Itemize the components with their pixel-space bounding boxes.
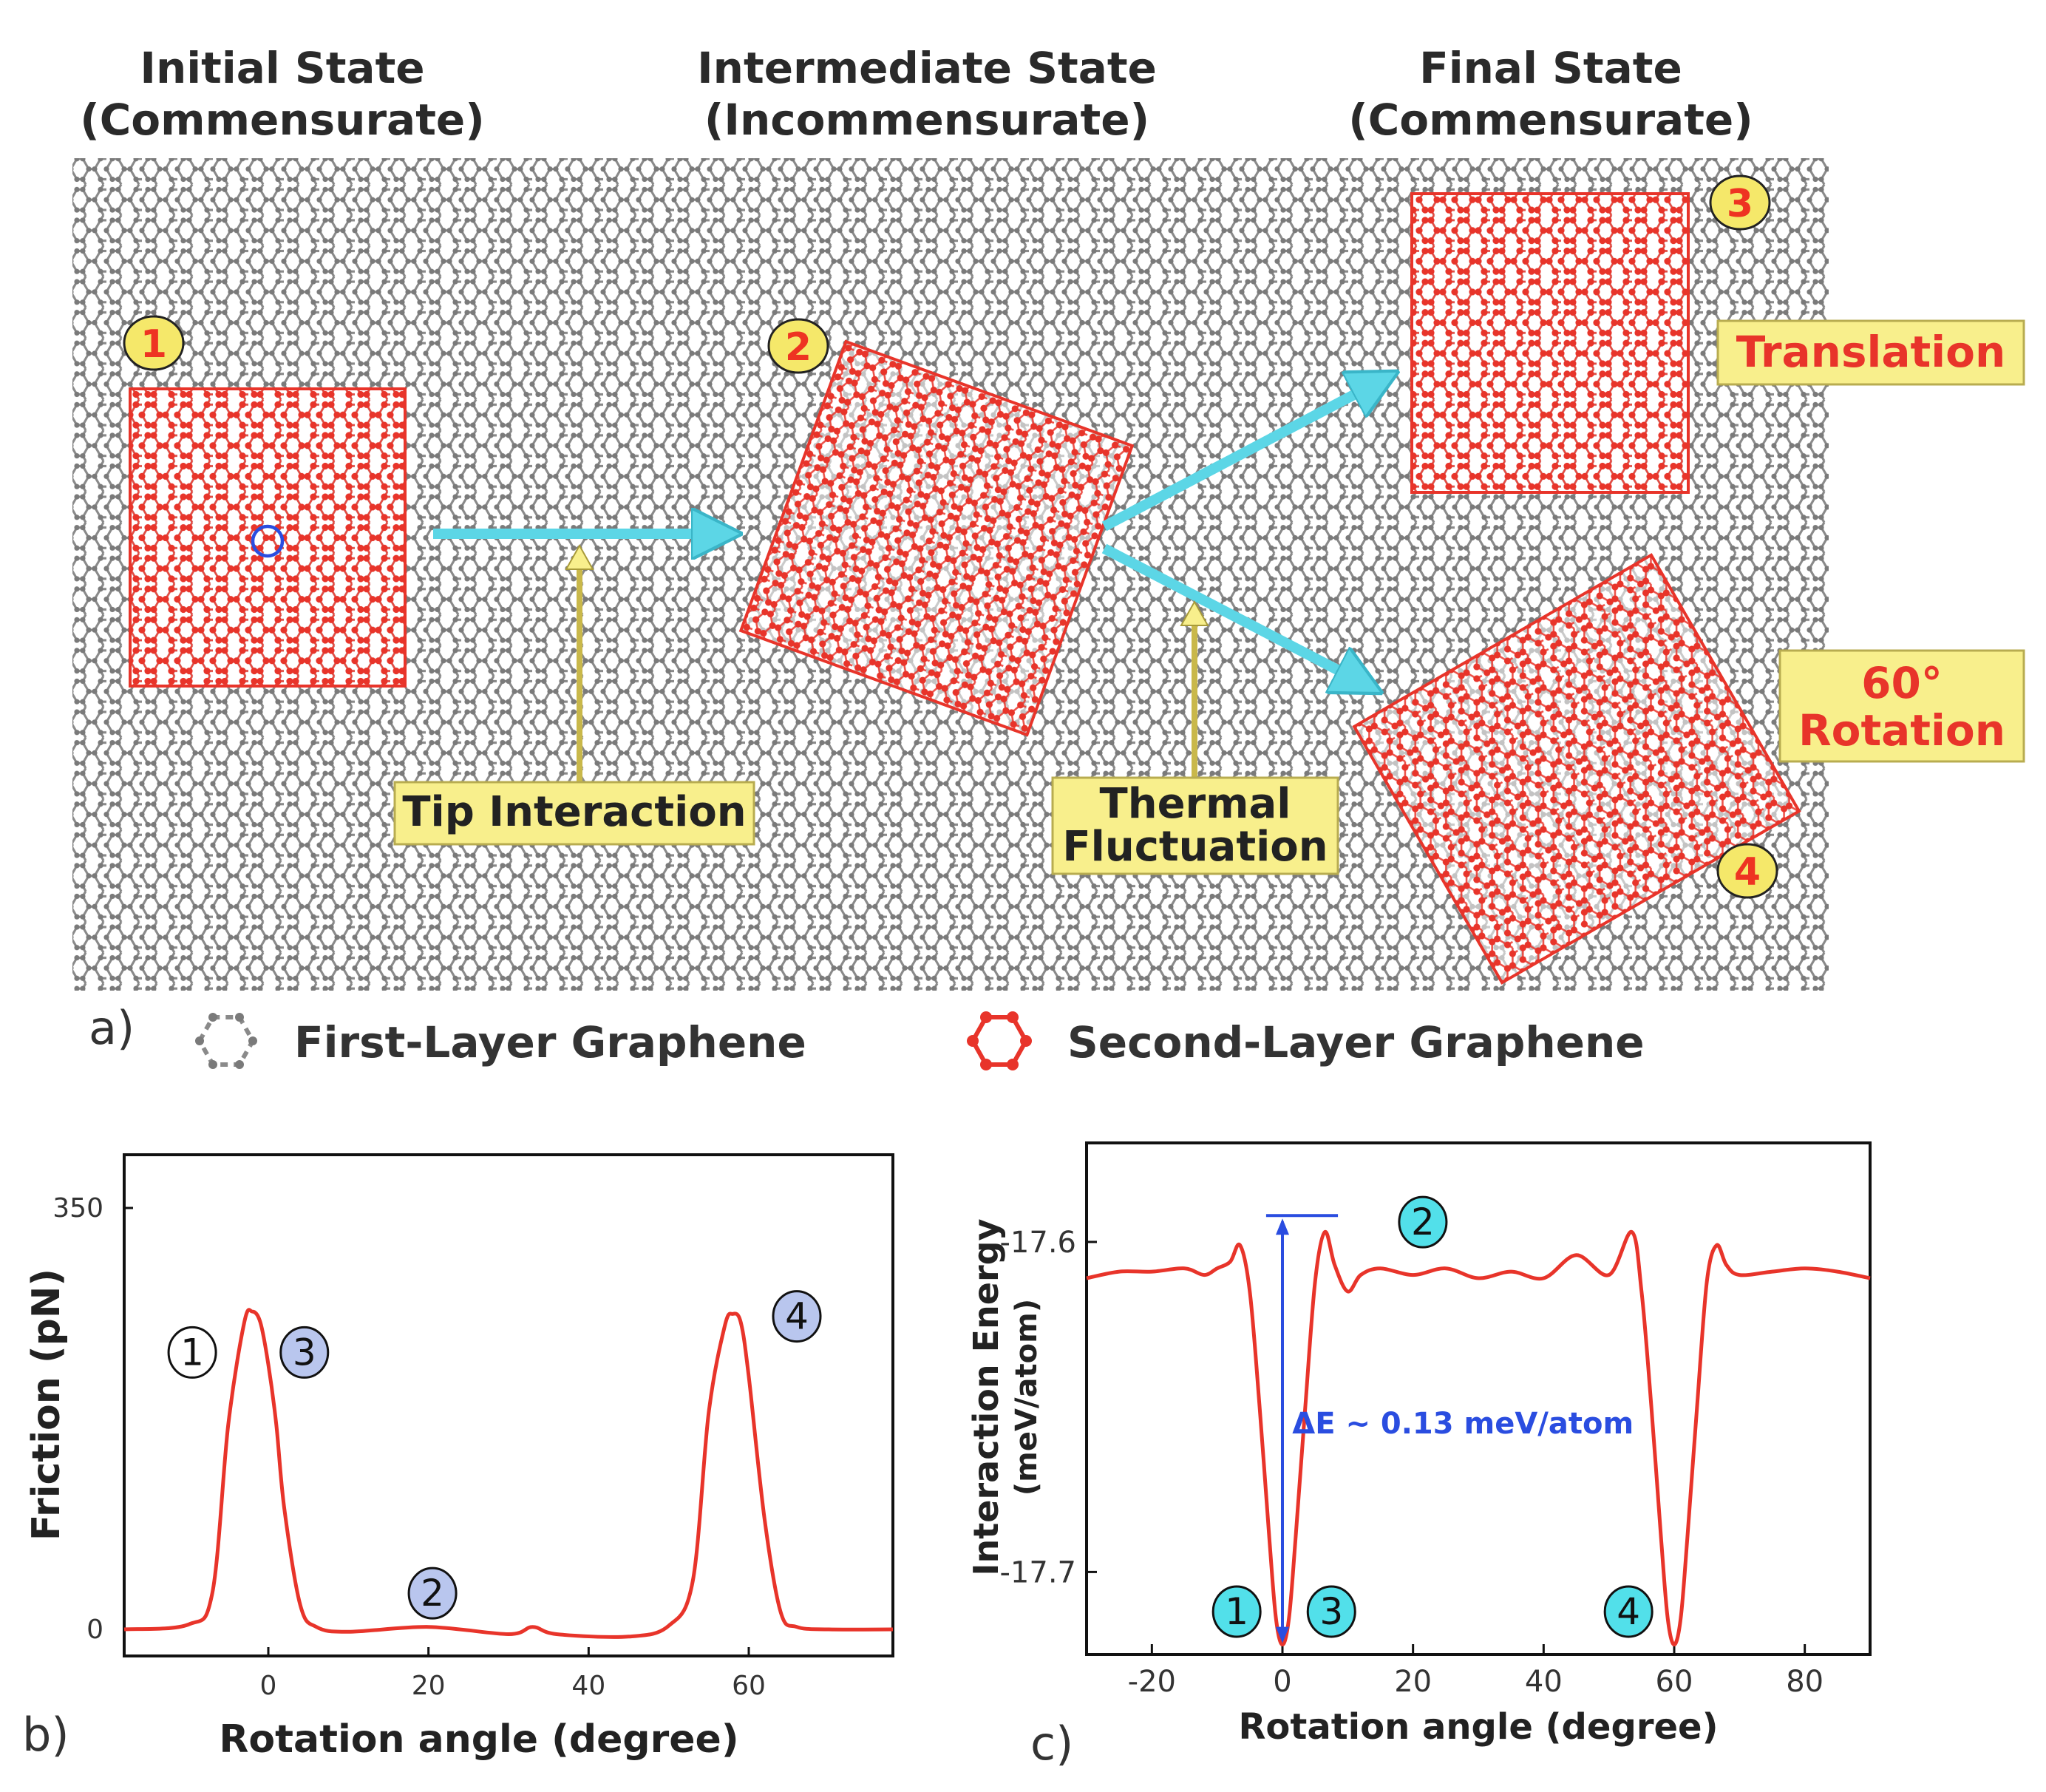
title-initial-line2: (Commensurate) <box>80 95 485 145</box>
panel-c-label: c) <box>1030 1717 1073 1771</box>
x-tick-label-c: 60 <box>1656 1665 1693 1699</box>
x-tick-label-b: 0 <box>260 1671 277 1701</box>
badge-4: 4 <box>1716 843 1778 899</box>
marker-c-1-circle <box>1211 1585 1262 1638</box>
svg-text:2: 2 <box>785 325 812 370</box>
translation-text: Translation <box>1736 327 2006 377</box>
state-titles: Initial State (Commensurate) Intermediat… <box>80 43 1753 145</box>
delta-e-arrowhead-top <box>1276 1218 1289 1235</box>
flake-2 <box>738 339 1135 737</box>
pointer-arrows <box>565 543 1209 785</box>
badge-1: 1 <box>123 315 185 371</box>
marker-b-3-circle <box>279 1326 330 1379</box>
tip-position-marker <box>251 524 285 558</box>
x-tick-label-c: 20 <box>1394 1665 1432 1699</box>
title-intermediate-line2: (Incommensurate) <box>704 95 1149 145</box>
second-layer-legend-icon <box>967 1011 1032 1070</box>
flake-1 <box>129 387 407 688</box>
marker-c-1-label: 1 <box>1225 1590 1248 1633</box>
delta-e-annotation: ΔE ~ 0.13 meV/atom <box>1292 1407 1634 1441</box>
svg-text:4: 4 <box>1734 850 1761 895</box>
x-tick-label-b: 40 <box>571 1671 605 1701</box>
fluctuation-text: Fluctuation <box>1062 823 1328 871</box>
thermal-fluctuation-label: Thermal Fluctuation <box>1051 776 1339 875</box>
marker-c-4-label: 4 <box>1617 1590 1640 1633</box>
energy-curve <box>1086 1229 1871 1647</box>
svg-text:1: 1 <box>140 322 167 367</box>
marker-c-3-circle <box>1306 1585 1356 1638</box>
y-tick-label-b: 350 <box>52 1193 103 1223</box>
title-initial-line1: Initial State <box>140 43 424 93</box>
badge-2: 2 <box>767 318 829 374</box>
flake-3 <box>1410 192 1690 494</box>
delta-e-arrowhead-bottom <box>1276 1626 1289 1643</box>
marker-c-2-label: 2 <box>1411 1201 1435 1243</box>
x-tick-label-b: 20 <box>412 1671 446 1701</box>
panel-a-label: a) <box>89 1001 135 1055</box>
marker-b-1-circle <box>167 1326 217 1379</box>
first-layer-legend-text: First-Layer Graphene <box>294 1017 806 1068</box>
flake-4 <box>1352 553 1801 985</box>
second-layer-legend-text: Second-Layer Graphene <box>1067 1017 1645 1068</box>
title-intermediate-line1: Intermediate State <box>697 43 1157 93</box>
panel-c-chart: c) Rotation angle (degree) Interaction E… <box>966 1141 1872 1771</box>
y-axis-label-b: Friction (pN) <box>24 1269 69 1541</box>
title-final-line1: Final State <box>1419 43 1682 93</box>
x-tick-label-c: -20 <box>1128 1665 1176 1699</box>
state-badges: 1 2 3 4 <box>123 174 1778 899</box>
title-final-line2: (Commensurate) <box>1348 95 1753 145</box>
x-tick-label-c: 80 <box>1786 1665 1824 1699</box>
marker-b-2-circle <box>407 1567 458 1620</box>
panel-b-chart: b) Rotation angle (degree) Friction (pN)… <box>22 1153 894 1762</box>
panel-b-label: b) <box>22 1708 69 1762</box>
rotation-angle-text: 60° <box>1861 658 1943 708</box>
x-axis-label-c: Rotation angle (degree) <box>1238 1706 1718 1748</box>
plot-frame-c <box>1085 1141 1872 1656</box>
panel-a: Initial State (Commensurate) Intermediat… <box>72 43 2025 1070</box>
svg-text:3: 3 <box>1727 182 1753 226</box>
tip-interaction-text: Tip Interaction <box>402 788 746 836</box>
rotation-label: 60° Rotation <box>1778 649 2025 763</box>
translation-label: Translation <box>1716 319 2025 386</box>
marker-c-3-label: 3 <box>1319 1590 1343 1633</box>
marker-b-2-label: 2 <box>421 1572 444 1615</box>
x-tick-label-b: 60 <box>732 1671 766 1701</box>
marker-c-4-circle <box>1603 1585 1654 1638</box>
y-tick-label-c: -17.6 <box>1000 1226 1077 1260</box>
plot-frame-b <box>123 1153 894 1657</box>
y-axis-label-c-line1: Interaction Energy <box>966 1218 1006 1575</box>
y-tick-label-b: 0 <box>86 1615 103 1645</box>
friction-curve <box>123 1308 894 1639</box>
rotation-text: Rotation <box>1798 705 2005 756</box>
arrow-2-to-3 <box>1101 383 1376 532</box>
transition-arrows <box>433 383 1376 682</box>
x-tick-label-c: 0 <box>1273 1665 1291 1699</box>
badge-3: 3 <box>1709 174 1771 231</box>
tip-interaction-label: Tip Interaction <box>393 781 755 846</box>
y-axis-label-c-line2: (meV/atom) <box>1010 1299 1044 1496</box>
marker-c-2-circle <box>1398 1195 1448 1249</box>
arrow-2-to-4 <box>1101 543 1360 682</box>
marker-b-4-circle <box>772 1290 822 1343</box>
x-tick-label-c: 40 <box>1525 1665 1563 1699</box>
y-tick-label-c: -17.7 <box>1000 1555 1077 1589</box>
x-axis-label-b: Rotation angle (degree) <box>219 1717 738 1762</box>
marker-b-1-label: 1 <box>180 1331 204 1374</box>
first-layer-legend-icon <box>195 1013 257 1069</box>
marker-b-3-label: 3 <box>293 1331 316 1374</box>
thermal-text: Thermal <box>1100 780 1291 828</box>
marker-b-4-label: 4 <box>785 1295 809 1338</box>
legend: First-Layer Graphene Second-Layer Graphe… <box>195 1011 1645 1070</box>
